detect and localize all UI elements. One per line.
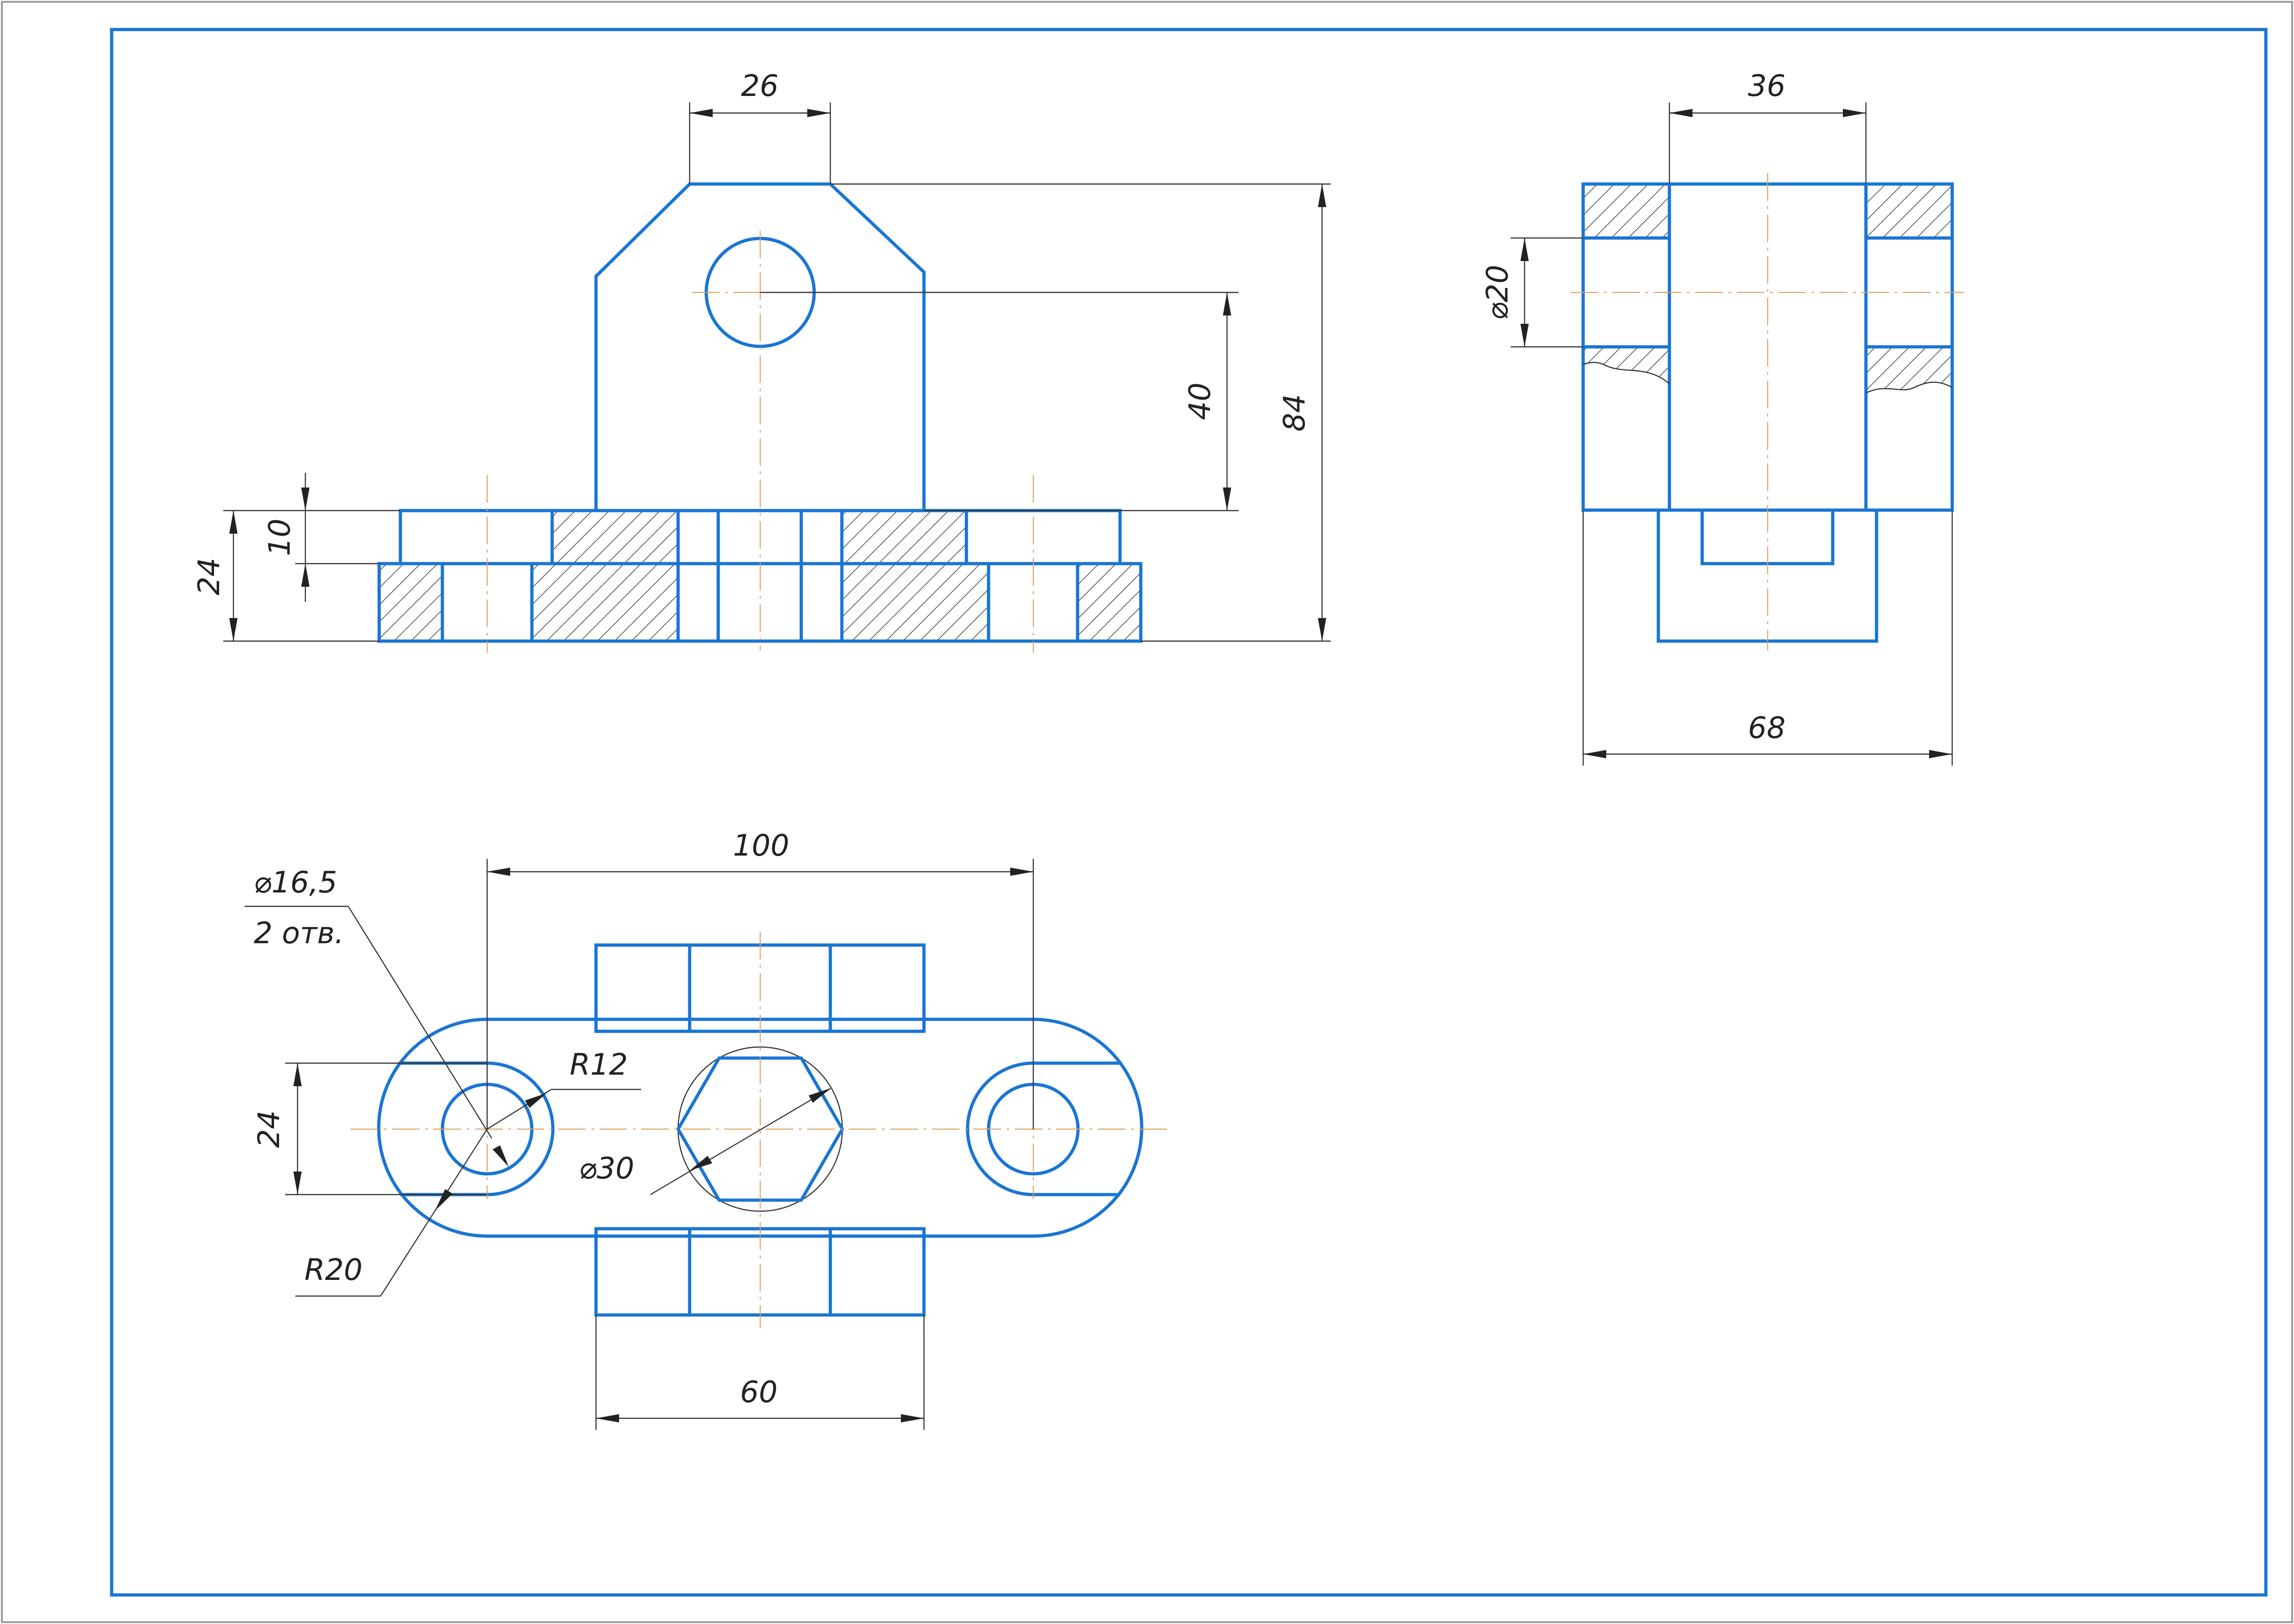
side-break-line-right: [1865, 381, 1953, 394]
side-hatch-top-right: [1866, 184, 1952, 238]
side-hatch-top-left: [1583, 184, 1669, 238]
dim-40-arrow-top: [1223, 292, 1231, 315]
dim-24f-arrow-top: [229, 511, 238, 534]
dim-r20-label: R20: [304, 1253, 363, 1287]
drawing-frame: [110, 28, 2268, 1597]
dim-68-label: 68: [1748, 711, 1785, 745]
dim-36-arrow-right: [1843, 109, 1866, 117]
dim-36-arrow-left: [1669, 109, 1692, 117]
side-break-line-left: [1583, 362, 1670, 384]
dim-24t-arrow-top: [293, 1063, 302, 1086]
dim-d20-arrow-bottom: [1520, 324, 1529, 347]
dim-r20-leader: [380, 1129, 488, 1297]
callout-hole-leader: [347, 906, 493, 1139]
side-hatch-break-right: [1866, 347, 1952, 393]
front-hatch-left-end: [379, 564, 442, 641]
dim-26-label: 26: [741, 69, 778, 103]
dim-10-arrow-top: [301, 488, 310, 511]
dim-84-arrow-bottom: [1318, 618, 1326, 641]
dim-100-arrow-left: [487, 868, 510, 876]
callout-hole-count: 2 отв.: [254, 916, 344, 951]
top-view: 100 ⌀16,5 2 отв. R12 ⌀30 24 R20: [244, 829, 1169, 1430]
callout-hole-diameter: ⌀16,5: [254, 866, 337, 900]
callout-hole-arrow: [493, 1145, 509, 1167]
dim-d20-label: ⌀20: [1481, 265, 1515, 320]
dim-d30-label: ⌀30: [579, 1152, 634, 1186]
front-view: 26 40 84 24 10: [192, 69, 1331, 653]
dim-24t-arrow-bottom: [293, 1172, 302, 1195]
top-left-counterbore: [400, 1061, 554, 1196]
dim-d30-arrow-1: [809, 1088, 831, 1103]
dim-26-arrow-right: [807, 109, 830, 117]
dim-40-label: 40: [1183, 382, 1217, 420]
dim-84-arrow-top: [1318, 184, 1326, 207]
dim-r12-label: R12: [570, 1048, 628, 1082]
side-view: 36 ⌀20 68: [1481, 69, 1964, 766]
front-hatch-right-end: [1078, 564, 1141, 641]
dim-r12-arrow: [525, 1093, 547, 1108]
side-hatch-break-left: [1583, 347, 1669, 384]
top-base-outline: [377, 1017, 1144, 1238]
front-hatch-right-body: [842, 511, 989, 641]
dim-d30-line: [650, 1088, 831, 1196]
dim-r20-arrow: [435, 1189, 453, 1211]
dim-24f-arrow-bottom: [229, 618, 238, 641]
dim-26-arrow-left: [690, 109, 713, 117]
dim-10-label: 10: [263, 518, 297, 556]
dim-36-label: 36: [1748, 69, 1785, 103]
dim-24f-label: 24: [192, 558, 226, 595]
dim-40-arrow-bottom: [1223, 488, 1231, 511]
dim-10-arrow-bottom: [301, 564, 310, 587]
dim-84-label: 84: [1278, 394, 1312, 431]
dim-60-arrow-right: [901, 1414, 924, 1422]
dim-24t-label: 24: [252, 1110, 286, 1148]
dim-60-arrow-left: [596, 1414, 619, 1422]
dim-100-label: 100: [733, 829, 789, 863]
dim-d30-arrow-2: [690, 1156, 712, 1171]
dim-68-arrow-right: [1929, 750, 1952, 758]
front-hatch-left-body: [532, 511, 678, 641]
dim-100-arrow-right: [1010, 868, 1033, 876]
dim-d20-arrow-top: [1520, 238, 1529, 261]
front-lug-outline: [594, 182, 926, 511]
dim-68-arrow-left: [1583, 750, 1606, 758]
dim-60-label: 60: [740, 1375, 777, 1410]
